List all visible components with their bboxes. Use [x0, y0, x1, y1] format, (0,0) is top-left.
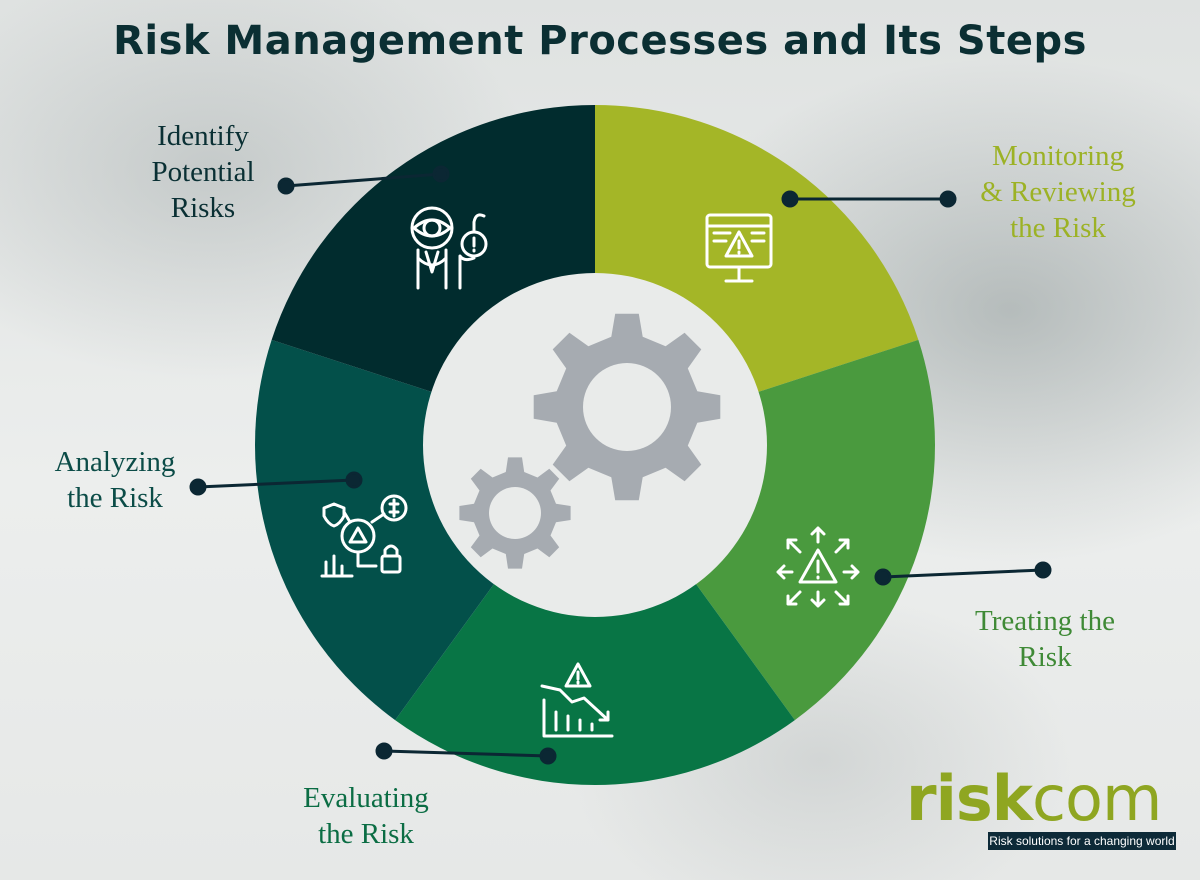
eye-person-icon [410, 206, 488, 290]
analysis-icon [320, 494, 408, 578]
gears-icon [459, 313, 721, 569]
connector-analyze [189, 471, 363, 496]
step-label-evaluate: Evaluating the Risk [303, 782, 429, 850]
falling-chart-icon [540, 662, 614, 738]
warning-arrows-icon [776, 526, 860, 608]
connector-treat [874, 561, 1052, 586]
logo-wordmark: riskcom [906, 762, 1162, 835]
connector-monitor [781, 190, 957, 208]
step-label-monitor: Monitoring & Reviewing the Risk [980, 140, 1136, 244]
connector-evaluate [375, 742, 557, 765]
step-label-treat: Treating the Risk [975, 605, 1115, 673]
page-title: Risk Management Processes and Its Steps [113, 18, 1087, 64]
step-label-identify: Identify Potential Risks [151, 120, 255, 224]
logo-tagline: Risk solutions for a changing world [988, 832, 1176, 850]
step-label-analyze: Analyzing the Risk [54, 446, 176, 514]
connector-identify [277, 165, 450, 195]
riskcom-logo: riskcom Risk solutions for a changing wo… [906, 766, 1182, 854]
monitor-warning-icon [705, 213, 773, 283]
